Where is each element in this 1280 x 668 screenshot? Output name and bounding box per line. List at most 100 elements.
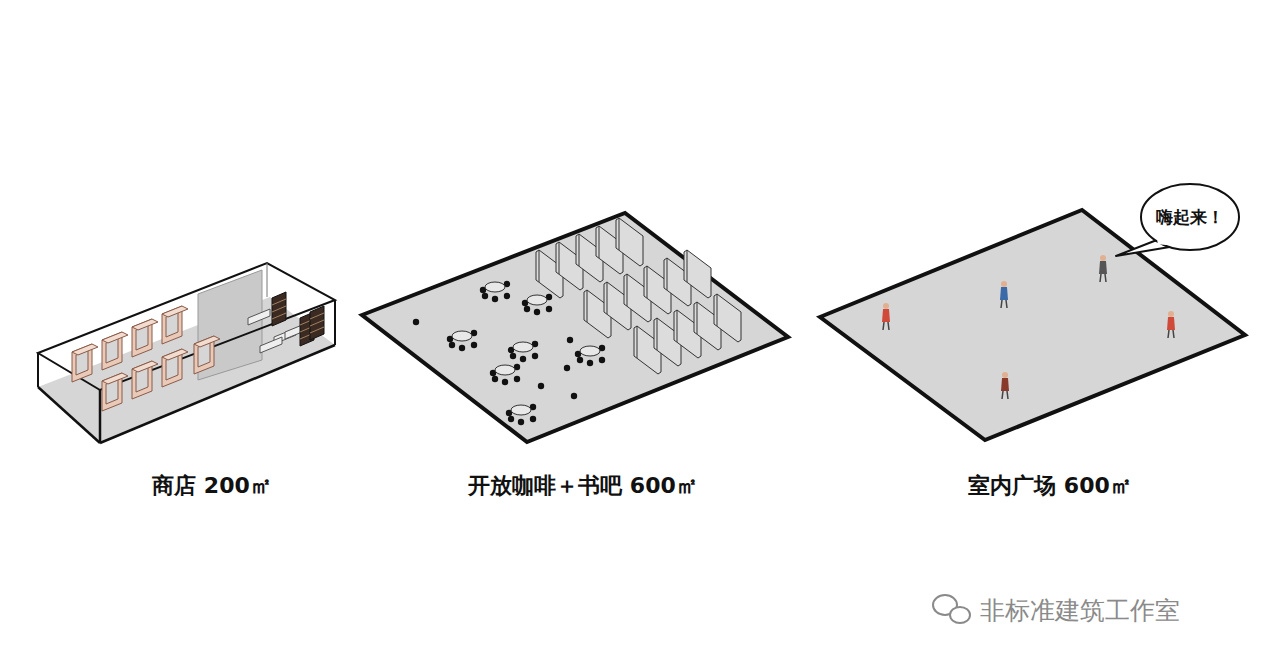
cafe-floor: [362, 213, 788, 442]
chair: [524, 306, 530, 312]
cafe-plate: [362, 213, 788, 442]
shop-edge: [100, 345, 335, 443]
counter: [248, 309, 270, 325]
person-leg: [883, 322, 884, 330]
person-leg: [1173, 330, 1174, 338]
display-frame-top: [162, 349, 188, 360]
bubble-ellipse: [1141, 184, 1239, 250]
shelf-line: [272, 313, 286, 319]
shop-edge: [99, 390, 102, 443]
person-leg: [1007, 391, 1008, 399]
bubble-tail: [1116, 240, 1170, 256]
shop-edge: [38, 387, 100, 443]
display-frame-top: [162, 306, 188, 317]
panel-edge: [627, 274, 628, 306]
chair: [530, 416, 536, 422]
stool: [413, 319, 419, 325]
chair: [482, 293, 488, 299]
panel-edge: [697, 302, 698, 334]
display-frame-top: [102, 373, 128, 384]
display-frame-top: [132, 319, 158, 330]
wechat-icon: [933, 595, 970, 623]
shop-edge: [267, 263, 268, 297]
chair: [599, 357, 605, 363]
stool: [567, 337, 573, 343]
chair: [471, 342, 477, 348]
chair: [510, 353, 516, 359]
shop-floor: [38, 297, 335, 443]
panel-edge: [667, 258, 668, 290]
shop-top-edge: [38, 263, 335, 390]
table: [527, 295, 547, 305]
table: [485, 282, 505, 292]
bubble-text: 嗨起来！: [1156, 206, 1224, 229]
table: [580, 346, 600, 356]
chair: [518, 419, 524, 425]
table: [511, 405, 531, 415]
cafe-furniture: [413, 218, 741, 425]
table: [452, 331, 472, 341]
shop-fittings: [72, 292, 324, 411]
panel-edge: [579, 234, 580, 266]
panel-edge: [539, 250, 540, 282]
bubble-seam: [1157, 240, 1169, 246]
chair: [577, 357, 583, 363]
chair: [504, 293, 510, 299]
table: [495, 365, 515, 375]
icon-bubble: [950, 607, 970, 623]
display-frame-top: [102, 332, 128, 343]
shop-edge: [334, 300, 336, 345]
person-leg: [1105, 274, 1106, 282]
shop-box: [38, 263, 335, 443]
area-label: 室内广场 600㎡: [968, 471, 1132, 501]
watermark: 非标准建筑工作室: [980, 594, 1180, 627]
panel-edge: [559, 242, 560, 274]
shelf-line: [310, 313, 324, 319]
stool: [564, 365, 570, 371]
person-body: [1167, 317, 1175, 330]
panel-edge: [619, 218, 620, 250]
chair: [546, 306, 552, 312]
person-leg: [1001, 300, 1002, 308]
display-frame-top: [72, 344, 98, 355]
person-leg: [1100, 274, 1101, 282]
chair: [508, 416, 514, 422]
panel-edge: [687, 250, 688, 282]
person-body: [882, 309, 890, 322]
person-leg: [1168, 330, 1169, 338]
chair: [520, 356, 526, 362]
person-leg: [1002, 391, 1003, 399]
people: [882, 255, 1175, 399]
chair: [534, 309, 540, 315]
panel-edge: [607, 282, 608, 314]
panel-edge: [587, 290, 588, 322]
chair: [492, 296, 498, 302]
book-panel: [616, 218, 643, 266]
counter: [260, 337, 282, 353]
panel-edge: [637, 326, 638, 358]
chair: [502, 379, 508, 385]
person-head: [1100, 255, 1106, 261]
chair: [514, 376, 520, 382]
panel-edge: [599, 226, 600, 258]
area-label: 开放咖啡＋书吧 600㎡: [468, 471, 698, 501]
person-head: [1002, 372, 1008, 378]
shelf-line: [272, 306, 286, 312]
shelf-line: [310, 320, 324, 326]
chair: [587, 360, 593, 366]
person-head: [1168, 311, 1174, 317]
display-frame-top: [194, 336, 220, 347]
person-leg: [1006, 300, 1007, 308]
book-panel: [684, 250, 711, 298]
shelf: [272, 292, 286, 326]
display-frame-top: [132, 361, 158, 372]
person-leg: [888, 322, 889, 330]
person-body: [1000, 287, 1008, 300]
area-label: 商店 200㎡: [152, 471, 272, 501]
speech-bubble: 嗨起来！: [1139, 182, 1241, 252]
panel-edge: [657, 318, 658, 350]
shelf-line: [272, 299, 286, 305]
chair: [449, 342, 455, 348]
book-panel: [714, 294, 741, 342]
